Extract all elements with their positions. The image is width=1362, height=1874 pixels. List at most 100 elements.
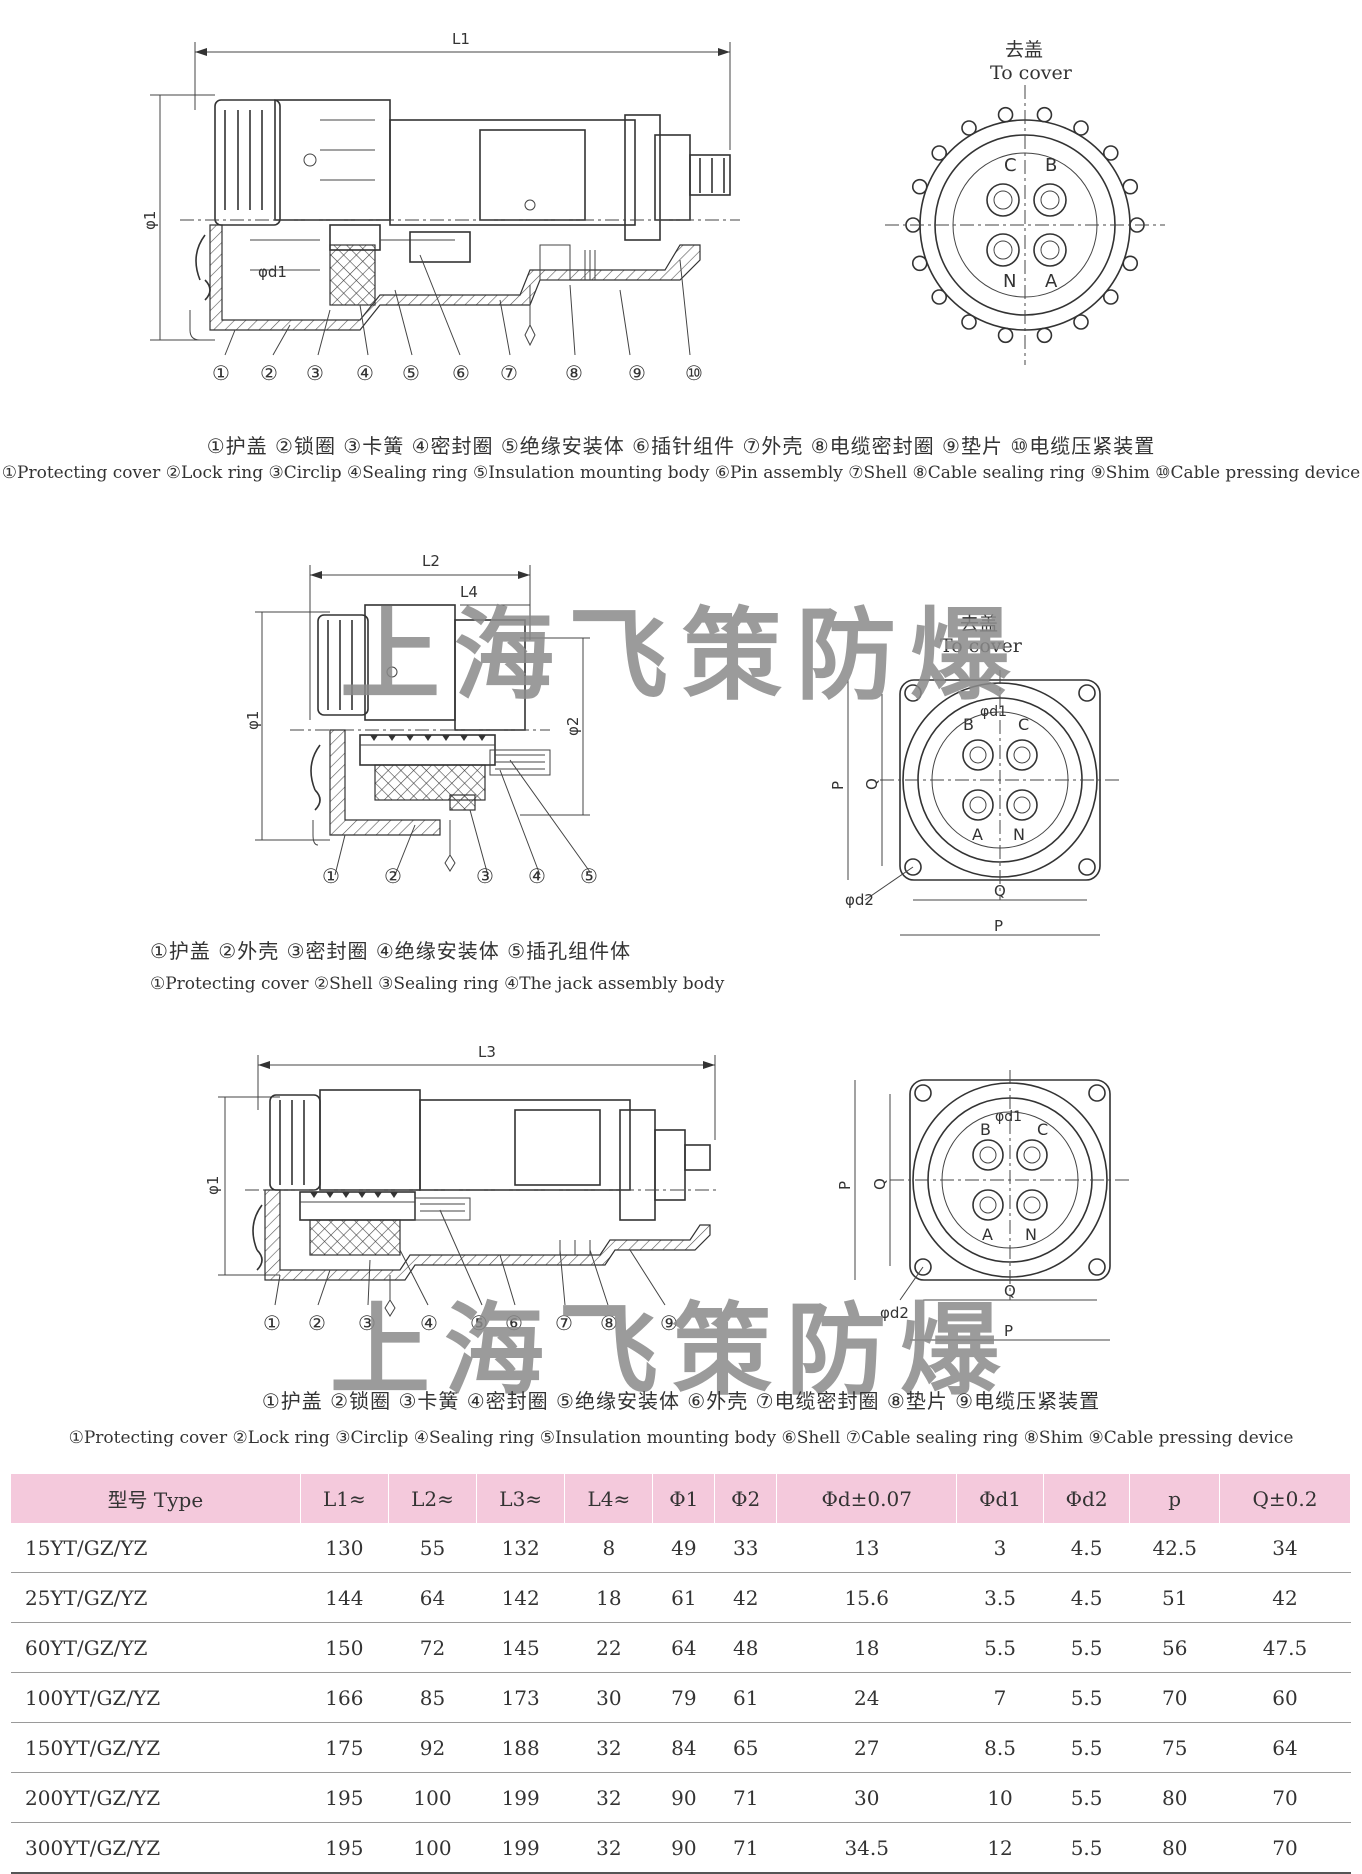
knurl-knob [961,314,977,330]
table-cell: 80 [1129,1772,1220,1823]
phi1-label-2: φ1 [244,711,262,730]
callout-1: ① [212,361,230,385]
header-phid2: Φd2 [1043,1474,1131,1523]
table-cell: 24 [776,1672,957,1723]
callout-6: ⑥ [452,361,470,385]
table-cell: 71 [714,1772,777,1823]
header-l3: L3≈ [476,1474,566,1523]
phid1-label: φd1 [258,263,287,281]
pin3-c [1016,1139,1048,1171]
knurl-knob [1102,145,1119,161]
table-cell: 5.5 [1043,1772,1130,1823]
table-cell: 188 [476,1722,565,1773]
table-cell: 18 [564,1572,653,1623]
knurl-knob [1036,106,1053,123]
phi2-label: φ2 [564,717,582,736]
table-header-row: 型号 Type L1≈ L2≈ L3≈ L4≈ Φ1 Φ2 Φd±0.07 Φd… [11,1474,1351,1523]
table-cell: 12 [956,1822,1044,1874]
p-label-h: P [994,917,1003,935]
caption-cn-2: ①护盖 ②外壳 ③密封圈 ④绝缘安装体 ⑤插孔组件体 [150,939,632,963]
header-phid1: Φd1 [956,1474,1044,1523]
table-cell: 195 [300,1772,389,1823]
diagram1-front-view: 去盖 To cover C B N A [885,39,1165,365]
socket-label-c: C [1018,715,1029,734]
callout-7: ⑦ [500,361,518,385]
socket-label-b: B [963,715,974,734]
p-label-v3: P [836,1181,854,1190]
callout3-3: ③ [358,1311,376,1335]
callout2-2: ② [384,864,402,888]
table-cell: 72 [388,1622,477,1673]
table-cell-type: 100YT/GZ/YZ [11,1672,301,1723]
table-cell: 42 [714,1572,777,1623]
q-label-h3: Q [1004,1282,1016,1300]
table-cell: 100 [388,1822,477,1874]
q-label-v: Q [863,778,881,790]
table-cell: 70 [1129,1672,1220,1723]
table-cell: 8.5 [956,1722,1044,1773]
table-cell: 166 [300,1672,389,1723]
table-cell-type: 25YT/GZ/YZ [11,1572,301,1623]
phid2-label-2: φd2 [845,891,874,909]
table-cell: 90 [652,1772,715,1823]
knurl-knob [1036,327,1053,344]
table-cell: 173 [476,1672,565,1723]
table-cell: 32 [564,1722,653,1773]
table-cell: 144 [300,1572,389,1623]
callout-9: ⑨ [628,361,646,385]
socket-a [962,789,994,821]
l2-label: L2 [422,552,440,570]
callout3-1: ① [263,1311,281,1335]
table-cell: 100 [388,1772,477,1823]
table-cell: 84 [652,1722,715,1773]
table-cell-type: 60YT/GZ/YZ [11,1622,301,1673]
table-cell: 27 [776,1722,957,1773]
table-cell: 92 [388,1722,477,1773]
pin3-n [1016,1189,1048,1221]
phi1-label: φ1 [141,211,159,230]
table-cell: 3 [956,1523,1044,1573]
table-cell: 42.5 [1129,1523,1220,1573]
p-label-v: P [829,781,847,790]
watermark-1: 上海飞策防爆 [340,597,1024,714]
knurl-knob [1073,314,1089,330]
pin3-label-n: N [1025,1225,1037,1244]
caption-cn-3: ①护盖 ②锁圈 ③卡簧 ④密封圈 ⑤绝缘安装体 ⑥外壳 ⑦电缆密封圈 ⑧垫片 ⑨… [261,1389,1101,1413]
spec-table: 型号 Type L1≈ L2≈ L3≈ L4≈ Φ1 Φ2 Φd±0.07 Φd… [11,1474,1351,1874]
pin3-a [972,1189,1004,1221]
table-cell: 145 [476,1622,565,1673]
pin-a [1033,233,1067,267]
table-cell: 132 [476,1523,565,1573]
diagram2-side-view: L2 L4 φ1 φ2 ① ② [244,552,598,888]
table-cell: 22 [564,1622,653,1673]
diagram3-front-view: B C A N φd1 P Q Q P φd2 [836,1070,1130,1341]
header-q: Q±0.2 [1219,1474,1351,1523]
caption-en-1: ①Protecting cover ②Lock ring ③Circlip ④S… [1,463,1361,483]
callout-10: ⑩ [685,361,703,385]
table-cell: 65 [714,1722,777,1773]
table-cell: 64 [652,1622,715,1673]
table-cell: 56 [1129,1622,1220,1673]
table-cell: 61 [652,1572,715,1623]
phid1-label-3: φd1 [995,1109,1022,1125]
table-cell: 64 [388,1572,477,1623]
p-label-h3: P [1004,1322,1013,1340]
pin3-label-b: B [980,1120,991,1139]
table-cell: 64 [1219,1722,1351,1773]
knurl-knob [931,289,948,305]
table-cell: 150 [300,1622,389,1673]
callout-3: ③ [306,361,324,385]
table-cell: 175 [300,1722,389,1773]
callout3-9: ⑨ [660,1311,678,1335]
drawings-canvas: L1 φ1 [141,30,1165,1409]
callout-5: ⑤ [402,361,420,385]
pin-n [986,233,1020,267]
pin-label-n: N [1003,271,1016,292]
table-cell: 199 [476,1822,565,1874]
table-cell-type: 150YT/GZ/YZ [11,1722,301,1773]
socket-n [1006,789,1038,821]
table-cell: 32 [564,1822,653,1874]
